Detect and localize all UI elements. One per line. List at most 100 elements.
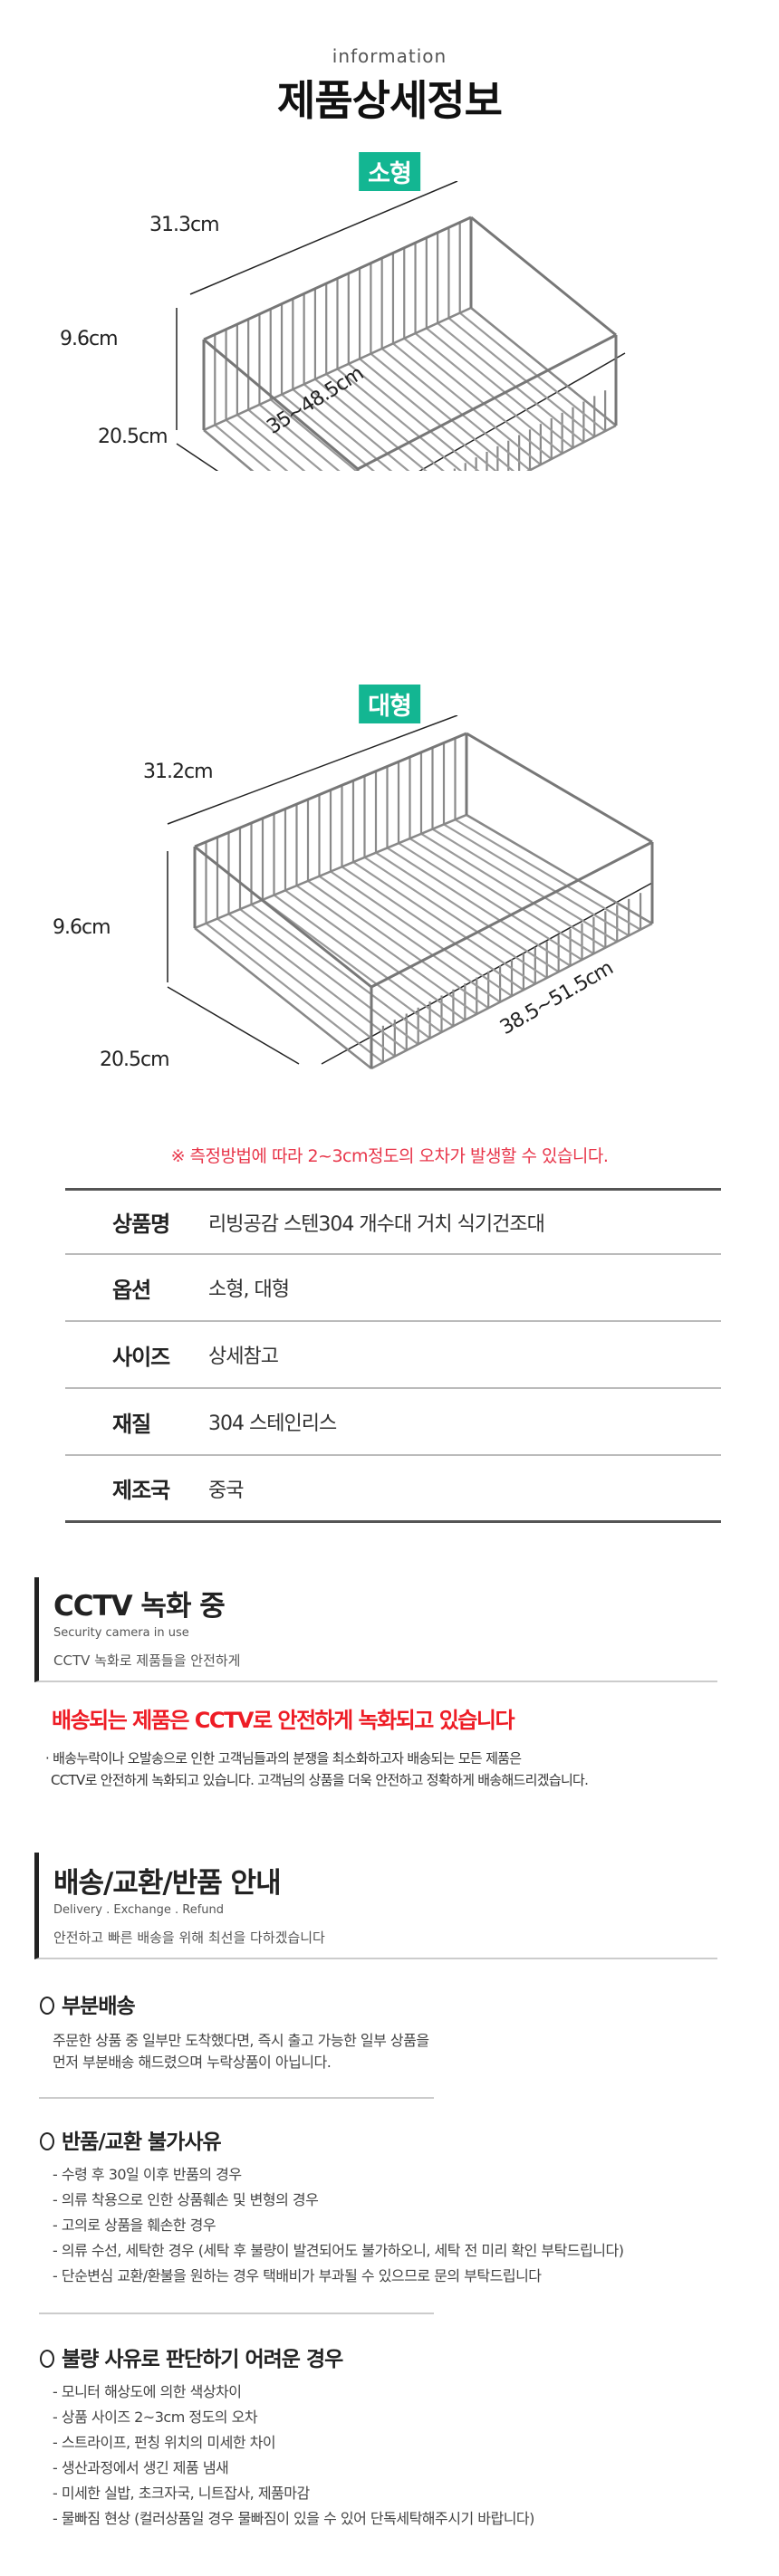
divider <box>39 2097 434 2099</box>
spec-value: 중국 <box>208 1479 244 1502</box>
wire <box>370 352 515 471</box>
wire <box>437 322 585 444</box>
partial-line: 먼저 부분배송 해드렸으며 누락상품이 아닙니다. <box>53 2054 332 2071</box>
wire <box>357 333 617 471</box>
spec-value: 상세참고 <box>208 1345 279 1368</box>
dimension-line <box>167 986 300 1065</box>
wire <box>203 338 359 471</box>
dim-depth: 20.5cm <box>98 426 168 448</box>
list-item: - 단순변심 교환/환불을 원하는 경우 택배비가 부과될 수 있으므로 문의 … <box>53 2267 542 2284</box>
wire <box>295 885 477 1015</box>
cctv-subtitle: Security camera in use <box>53 1626 189 1640</box>
dim-width: 31.2cm <box>143 761 214 783</box>
wire <box>216 917 396 1058</box>
wire <box>336 368 463 471</box>
cctv-headline: 배송되는 제품은 CCTV로 안전하게 녹화되고 있습니다 <box>52 1708 515 1733</box>
partial-line: 주문한 상품 중 일부만 도착했다면, 즉시 출고 가능한 일부 상품을 <box>53 2032 429 2049</box>
wire <box>325 373 445 471</box>
dimension-line <box>176 443 219 471</box>
wire <box>250 904 431 1039</box>
wire <box>526 424 617 471</box>
wire <box>270 398 358 471</box>
wire <box>359 358 497 471</box>
wire <box>420 832 606 949</box>
cctv-body: · 배송누락이나 오발송으로 인한 고객님들과의 분쟁을 최소화하고자 배송되는… <box>45 1748 589 1791</box>
spec-key: 사이즈 <box>112 1344 170 1370</box>
list-item: - 물빠짐 현상 (컬러상품일 경우 물빠짐이 있을 수 있어 단독세탁해주시기… <box>53 2510 534 2527</box>
wire <box>292 388 393 471</box>
wire <box>239 908 419 1046</box>
spec-key: 재질 <box>112 1411 151 1437</box>
wire <box>454 819 641 931</box>
circle-icon <box>40 2132 54 2150</box>
wire <box>303 383 410 471</box>
wire <box>247 408 323 471</box>
list-item: - 수령 후 30일 이후 반품의 경우 <box>53 2166 242 2183</box>
wire <box>273 894 455 1028</box>
wire <box>341 866 524 991</box>
wire <box>459 311 606 433</box>
wire <box>370 922 653 1070</box>
wire <box>258 404 341 471</box>
wire <box>403 337 553 460</box>
not-defect-heading: 불량 사유로 판단하기 어려운 경우 <box>40 2341 343 2372</box>
dimension-line <box>167 715 458 825</box>
not-defect-list: - 모니터 해상도에 의한 색상차이 - 상품 사이즈 2~3cm 정도의 오차… <box>53 2380 534 2532</box>
wire <box>352 861 536 985</box>
divider <box>39 2313 434 2314</box>
spec-value: 리빙공감 스텐304 개수대 거치 식기건조대 <box>208 1212 545 1236</box>
wire <box>281 393 376 471</box>
wire <box>203 306 472 432</box>
wire <box>443 823 630 937</box>
eyebrow-label: information <box>332 45 447 67</box>
wire <box>203 215 472 341</box>
wire <box>470 215 617 337</box>
spec-key: 제조국 <box>112 1478 170 1503</box>
wire <box>194 732 467 848</box>
list-item: - 상품 사이즈 2~3cm 정도의 오차 <box>53 2408 258 2426</box>
delivery-title: 배송/교환/반품 안내 <box>53 1867 282 1900</box>
wire <box>414 332 563 455</box>
wire <box>227 913 408 1051</box>
cctv-body-line: · 배송누락이나 오발송으로 인한 고객님들과의 분쟁을 최소화하고자 배송되는… <box>45 1750 522 1767</box>
wire <box>307 880 489 1010</box>
circle-icon <box>40 2350 54 2368</box>
wire <box>370 840 653 989</box>
product-image-small <box>176 181 626 471</box>
table-row: 상품명 리빙공감 스텐304 개수대 거치 식기건조대 <box>65 1188 721 1255</box>
spec-key: 옵션 <box>112 1277 151 1303</box>
wire <box>398 842 583 961</box>
dim-depth: 20.5cm <box>100 1049 170 1071</box>
dim-height: 9.6cm <box>60 328 119 350</box>
list-item: - 의류 수선, 세탁한 경우 (세탁 후 불량이 발견되어도 불가하오니, 세… <box>53 2242 624 2259</box>
wire <box>386 847 572 967</box>
wire <box>214 424 272 471</box>
spec-key: 상품명 <box>112 1211 170 1237</box>
wire <box>392 342 542 466</box>
wire <box>318 875 501 1003</box>
wire <box>409 838 595 955</box>
list-item: - 생산과정에서 생긴 제품 냄새 <box>53 2459 229 2476</box>
circle-icon <box>40 1997 54 2015</box>
not-defect-title: 불량 사유로 판단하기 어려운 경우 <box>62 2348 343 2371</box>
wire <box>470 307 617 426</box>
delivery-desc: 안전하고 빠른 배송을 위해 최선을 다하겠습니다 <box>53 1930 325 1946</box>
list-item: - 고의로 상품을 훼손한 경우 <box>53 2217 216 2234</box>
wire <box>314 378 428 471</box>
wire <box>194 927 372 1069</box>
wire <box>375 851 560 973</box>
wire <box>426 327 574 449</box>
measurement-note: ※ 측정방법에 따라 2~3cm정도의 오차가 발생할 수 있습니다. <box>170 1146 609 1166</box>
wire <box>431 828 618 943</box>
product-image-large <box>167 715 654 1070</box>
no-return-title: 반품/교환 불가사유 <box>62 2131 222 2154</box>
cctv-desc: CCTV 녹화로 제품들을 안전하게 <box>53 1652 241 1669</box>
list-item: - 미세한 실밥, 초크자국, 니트잡사, 제품마감 <box>53 2485 310 2502</box>
partial-text: 주문한 상품 중 일부만 도착했다면, 즉시 출고 가능한 일부 상품을 먼저 … <box>53 2030 429 2073</box>
dim-height: 9.6cm <box>53 916 111 939</box>
wire <box>380 348 531 471</box>
dimension-line <box>189 181 458 295</box>
no-return-heading: 반품/교환 불가사유 <box>40 2124 222 2155</box>
